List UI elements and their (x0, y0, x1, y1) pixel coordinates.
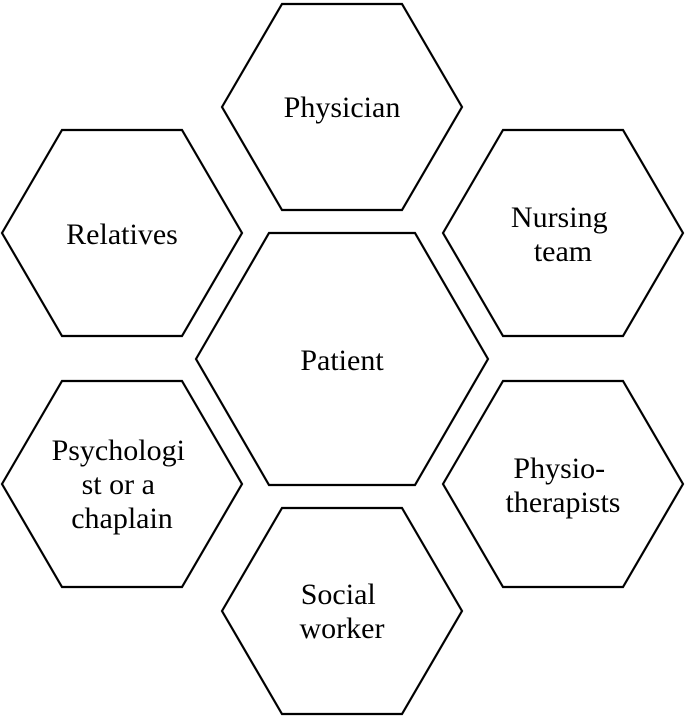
hex-psychologist-or-chaplain: Psychologi st or a chaplain (0, 379, 244, 589)
hex-physiotherapists-label: Physio- therapists (506, 452, 621, 519)
hex-nursing-team-label-line-1: Nursing (511, 201, 608, 234)
hex-physician-label: Physician (284, 91, 401, 124)
hex-nursing-team-label: Nursing team (511, 201, 615, 268)
hex-social-worker-label-line-1: Social (301, 578, 376, 611)
hex-physiotherapists-shape (441, 379, 685, 589)
hex-psychologist-or-chaplain-label-line-2: st or a (82, 468, 155, 501)
hex-social-worker: Social worker (220, 506, 464, 716)
hex-patient-shape (194, 231, 490, 487)
hex-psychologist-or-chaplain-shape (0, 379, 244, 589)
hex-nursing-team: Nursing team (441, 128, 685, 338)
hex-physician-shape (220, 2, 464, 212)
hex-patient: Patient (194, 231, 490, 487)
hex-psychologist-or-chaplain-label-line-3: chaplain (71, 502, 173, 535)
hex-physician-label-line-1: Physician (284, 91, 401, 124)
hex-patient-label: Patient (300, 344, 384, 377)
hex-relatives-shape (0, 128, 244, 338)
hex-patient-label-line-1: Patient (300, 344, 384, 377)
hex-relatives-label: Relatives (66, 218, 178, 251)
hex-nursing-team-label-line-2: team (534, 235, 592, 268)
hex-psychologist-or-chaplain-label: Psychologi st or a chaplain (52, 434, 193, 535)
hex-physiotherapists-label-line-1: Physio- (513, 452, 605, 485)
hex-physician: Physician (220, 2, 464, 212)
hex-social-worker-shape (220, 506, 464, 716)
hex-social-worker-label: Social worker (300, 578, 385, 645)
hex-psychologist-or-chaplain-label-line-1: Psychologi (52, 434, 185, 467)
hex-social-worker-label-line-2: worker (300, 612, 385, 645)
hex-physiotherapists: Physio- therapists (441, 379, 685, 589)
hex-relatives-label-line-1: Relatives (66, 218, 178, 251)
hex-physiotherapists-label-line-2: therapists (506, 486, 621, 519)
hex-nursing-team-shape (441, 128, 685, 338)
hex-relatives: Relatives (0, 128, 244, 338)
